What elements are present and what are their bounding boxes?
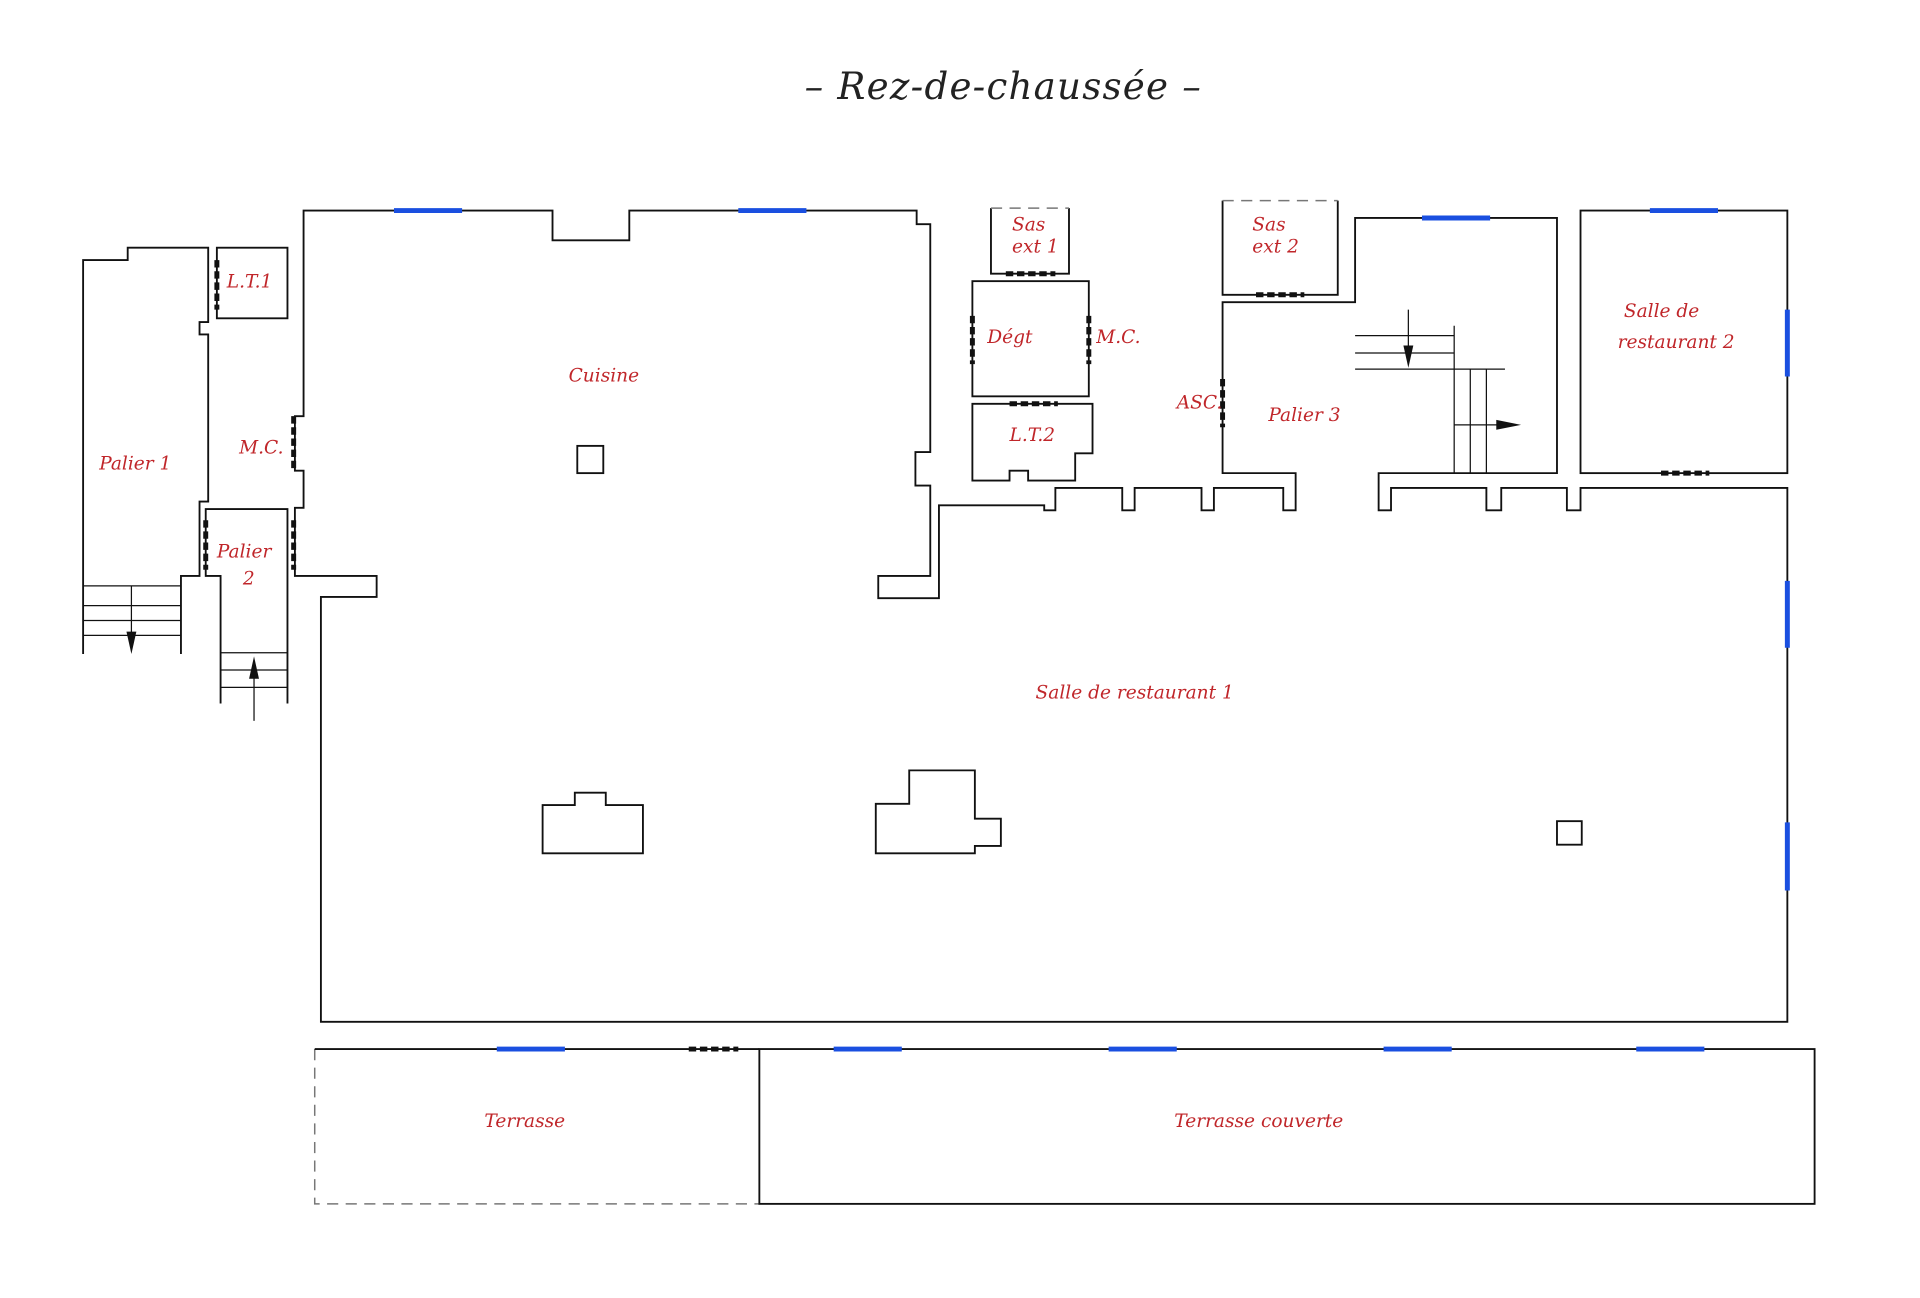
- main-outline: [293, 209, 1789, 1023]
- label-sas1: Sas: [1012, 214, 1045, 235]
- label-salle2-restaurant: restaurant 2: [1618, 332, 1735, 353]
- restaurant-pillar: [1556, 820, 1583, 846]
- label-lt2: L.T.2: [1009, 425, 1056, 446]
- lt2-walls: [971, 402, 1094, 482]
- label-mc1: M.C.: [238, 437, 283, 458]
- windows: [393, 208, 1790, 1052]
- arrow-right-icon: [1496, 419, 1522, 430]
- label-lt1: L.T.1: [226, 271, 273, 292]
- walls: [82, 199, 1816, 1205]
- label-sas2: Sas: [1252, 214, 1285, 235]
- arrow-up-icon: [249, 656, 259, 679]
- doors: [203, 260, 1710, 1052]
- terrasse-open-edges: [313, 1049, 760, 1205]
- palier2-walls: [204, 508, 289, 704]
- label-degt: Dégt: [986, 327, 1033, 348]
- arrow-down-icon: [126, 631, 137, 654]
- label-terrasse: Terrasse: [484, 1111, 565, 1132]
- label-sas2-ext: ext 2: [1252, 237, 1299, 258]
- label-terrasse-couverte: Terrasse couverte: [1174, 1111, 1343, 1132]
- kitchen-pillar: [576, 444, 605, 475]
- label-palier3: Palier 3: [1267, 405, 1340, 426]
- label-palier2: Palier: [216, 541, 273, 562]
- restaurant-block-2: [874, 769, 1002, 855]
- label-palier1: Palier 1: [98, 453, 171, 474]
- room-labels: Palier 1 L.T.1 M.C. Palier 2 Cuisine Sas…: [98, 214, 1734, 1132]
- arrow-down-icon: [1403, 345, 1414, 368]
- terrasse-couverte-walls: [758, 1048, 1816, 1205]
- label-cuisine: Cuisine: [569, 365, 640, 386]
- label-salle1: Salle de restaurant 1: [1036, 683, 1234, 704]
- label-sas1-ext: ext 1: [1012, 237, 1059, 258]
- label-palier2-number: 2: [242, 569, 255, 590]
- restaurant-block-1: [541, 791, 644, 855]
- label-asc: ASC.: [1175, 393, 1223, 414]
- stairs: [83, 309, 1522, 721]
- stairs-palier3: [1355, 309, 1505, 474]
- label-mc2: M.C.: [1095, 327, 1140, 348]
- label-salle2: Salle de: [1624, 301, 1699, 322]
- palier1-walls: [82, 246, 210, 654]
- plan-title: – Rez-de-chaussée –: [805, 65, 1203, 108]
